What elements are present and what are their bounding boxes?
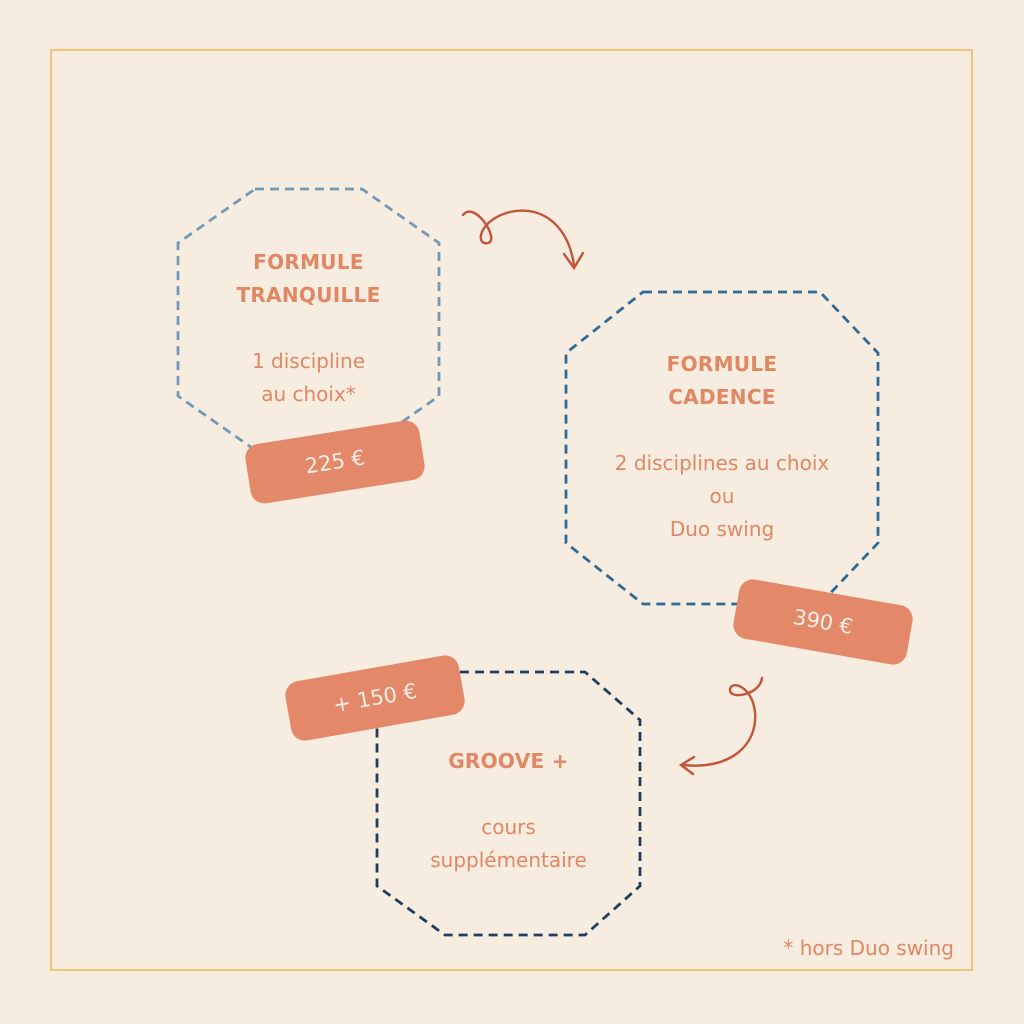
page-frame [50, 49, 973, 971]
curly-arrow-icon [461, 209, 585, 271]
card-tranquille: FORMULE TRANQUILLE 1 discipline au choix… [178, 246, 439, 411]
octagon-cadence [564, 290, 880, 606]
curly-arrow-icon [678, 676, 764, 776]
card-title: GROOVE + [448, 749, 569, 773]
octagon-tranquille [176, 187, 441, 452]
card-description: 2 disciplines au choix ou Duo swing [614, 451, 830, 541]
card-title: FORMULE CADENCE [666, 352, 778, 409]
footnote: * hors Duo swing [783, 936, 954, 960]
card-groove: GROOVE + cours supplémentaire [377, 745, 640, 877]
card-cadence: FORMULE CADENCE 2 disciplines au choix o… [566, 348, 878, 546]
card-description: cours supplémentaire [430, 815, 587, 872]
card-description: 1 discipline au choix* [251, 349, 366, 406]
octagon-groove [375, 670, 642, 937]
card-title: FORMULE TRANQUILLE [236, 250, 381, 307]
